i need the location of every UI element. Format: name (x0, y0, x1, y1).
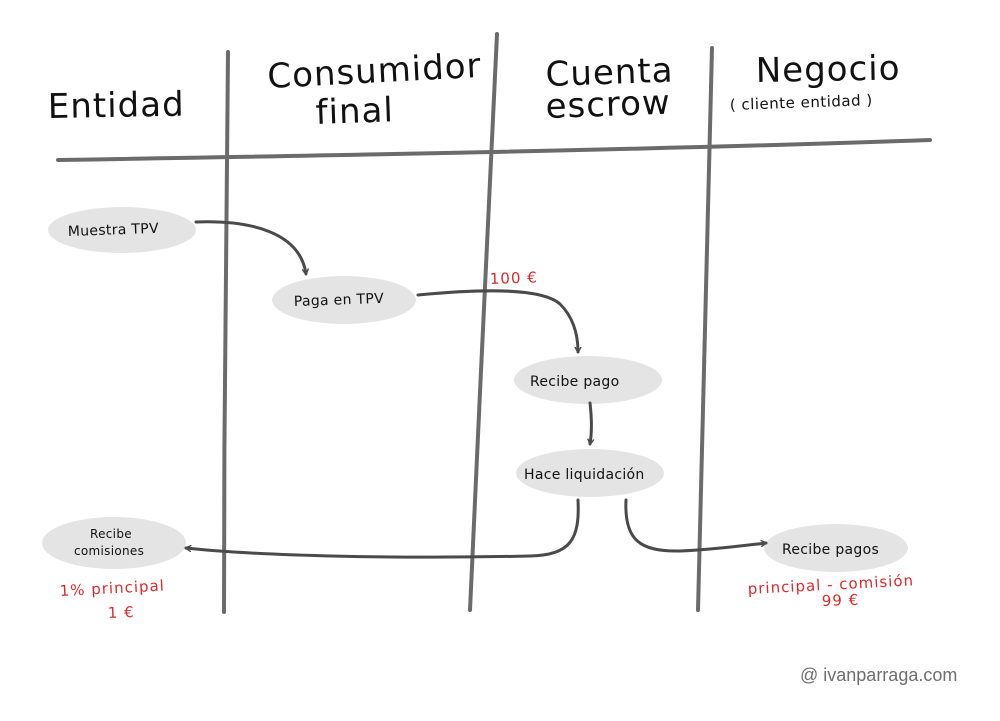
lane-subtitle-negocio: ( cliente entidad ) (730, 91, 874, 114)
node-recibe-pagos-label: Recibe pagos (782, 542, 879, 558)
node-recibe-comisiones-label-line2: comisiones (74, 544, 144, 558)
header-divider (56, 138, 932, 162)
lane-title-consumidor-line1: Consumidor (266, 46, 482, 97)
node-recibe-pago: Recibe pago (514, 356, 662, 404)
lane-title-escrow-line1: Cuenta (545, 51, 674, 95)
arrow-muestra-to-paga (194, 220, 306, 276)
arrow-paga-to-recibe (416, 289, 578, 354)
node-recibe-pago-label: Recibe pago (530, 374, 619, 390)
node-paga-tpv: Paga en TPV (272, 276, 416, 324)
node-recibe-comisiones-label-line1: Recibe (90, 527, 132, 541)
arrow-liquidacion-to-pagos (624, 498, 768, 553)
lane-divider-3 (696, 46, 714, 612)
lane-divider-1 (222, 50, 230, 614)
node-recibe-pagos: Recibe pagos (764, 524, 908, 572)
annotation-payout-amount: 99 € (822, 591, 860, 610)
lane-title-consumidor-line2: final (315, 90, 395, 133)
lane-title-entidad: Entidad (47, 85, 184, 127)
node-muestra-tpv-label: Muestra TPV (68, 221, 160, 240)
node-hace-liquidacion: Hace liquidación (516, 449, 664, 497)
credit-text: @ ivanparraga.com (800, 665, 958, 685)
node-muestra-tpv: Muestra TPV (48, 207, 196, 253)
node-paga-tpv-label: Paga en TPV (294, 291, 385, 310)
annotation-commission-rule: 1% principal (59, 577, 165, 600)
annotation-amount-paid: 100 € (490, 268, 539, 288)
arrow-recibe-to-liquidacion (590, 401, 592, 446)
lane-title-negocio: Negocio (755, 48, 900, 91)
lane-divider-2 (468, 32, 499, 612)
lane-title-escrow-line2: escrow (545, 83, 671, 127)
node-hace-liquidacion-label: Hace liquidación (524, 467, 645, 483)
arrow-liquidacion-to-comisiones (184, 498, 580, 559)
node-recibe-comisiones: Recibe comisiones (42, 517, 186, 569)
annotation-commission-amount: 1 € (108, 603, 135, 622)
